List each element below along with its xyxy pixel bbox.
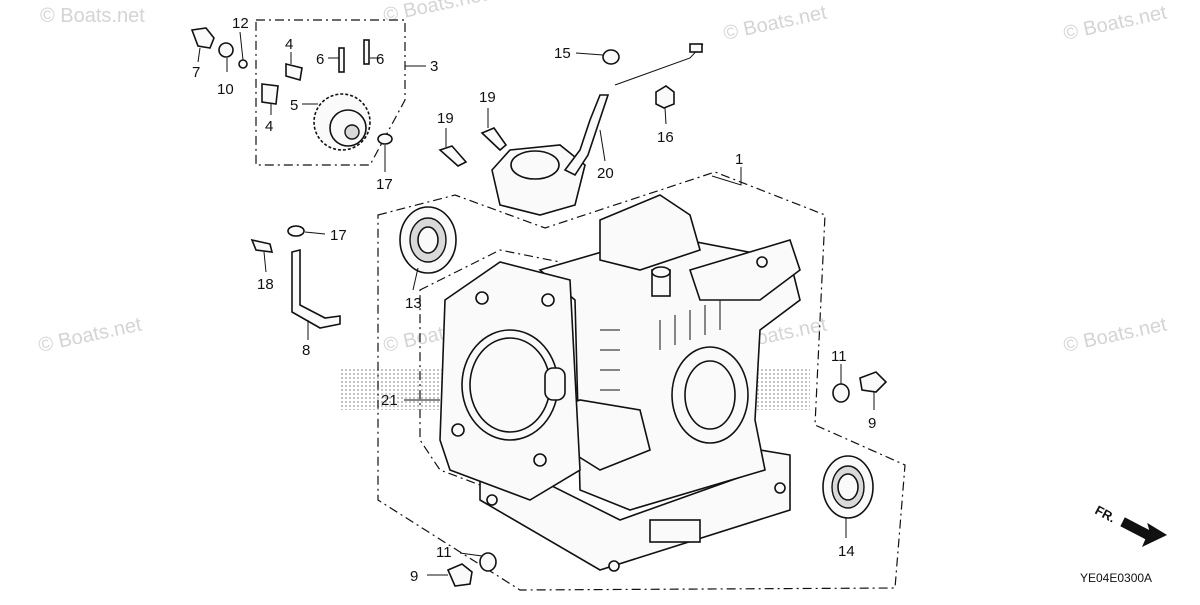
bolt-19b	[438, 145, 468, 167]
washer-11-right	[832, 383, 850, 403]
callout-19-upper: 19	[479, 89, 496, 106]
nut-16	[655, 85, 675, 109]
callout-17-lower: 17	[330, 227, 347, 244]
washer-11-bottom	[479, 552, 497, 572]
oil-alert-switch	[491, 43, 704, 216]
bolt-7	[190, 27, 215, 49]
governor-group-outline	[255, 19, 406, 166]
front-direction-arrow: FR.	[1093, 502, 1168, 548]
bolt-19a	[480, 127, 508, 152]
watermark-text: © Boats.net	[36, 313, 144, 356]
washer-10	[218, 42, 234, 58]
callout-10: 10	[217, 81, 234, 98]
gasket	[439, 261, 581, 501]
oil-seal-14	[822, 455, 874, 519]
callout-labels: 1 3 4 4 5 6 6 7 8 9 9 10 11 11 12 13 14 …	[192, 15, 876, 585]
callout-4-upper: 4	[285, 36, 293, 53]
washer-17-upper	[377, 133, 393, 145]
callout-19-lower: 19	[437, 110, 454, 127]
watermark-text: © Boats.net	[40, 5, 145, 27]
governor-weight-upper	[285, 62, 303, 82]
callout-13: 13	[405, 295, 422, 312]
callout-5: 5	[290, 97, 298, 114]
callout-6-right: 6	[376, 51, 384, 68]
callout-8: 8	[302, 342, 310, 359]
callout-14: 14	[838, 543, 855, 560]
watermark-text: © Boats.net	[381, 0, 489, 27]
bearing-13	[399, 206, 457, 274]
clip-12	[238, 59, 248, 69]
callout-12: 12	[232, 15, 249, 32]
callout-20: 20	[597, 165, 614, 182]
callout-9-right: 9	[868, 415, 876, 432]
leader-lines	[197, 31, 875, 576]
callout-7: 7	[192, 64, 200, 81]
callout-3: 3	[430, 58, 438, 75]
bolt-9-right	[859, 371, 888, 393]
callout-4-lower: 4	[265, 118, 273, 135]
callout-16: 16	[657, 129, 674, 146]
governor-weight-lower	[261, 83, 279, 105]
callout-11-bottom: 11	[436, 544, 452, 561]
callout-17-upper: 17	[376, 176, 393, 193]
watermark-text: © Boats.net	[1061, 313, 1169, 356]
bolt-9-bottom	[446, 563, 473, 587]
pin-6a	[338, 47, 345, 73]
governor-arm-8	[291, 248, 341, 329]
callout-6-left: 6	[316, 51, 324, 68]
governor-gear-5	[313, 93, 371, 151]
crankcase-group-outline	[377, 171, 906, 591]
washer-17-lower	[287, 225, 305, 237]
clip-18	[250, 238, 274, 253]
watermark-text: © Boats.net	[1061, 1, 1169, 44]
callout-1: 1	[735, 151, 743, 168]
callout-11-right: 11	[831, 348, 847, 365]
callout-18: 18	[257, 276, 274, 293]
crankcase-body	[479, 194, 801, 572]
callout-15: 15	[554, 45, 571, 62]
watermark-text: © Boats.net	[721, 1, 829, 44]
diagram-code: YE04E0300A	[1080, 571, 1152, 585]
pin-6b	[363, 39, 370, 65]
callout-21: 21	[381, 392, 398, 409]
callout-9-bottom: 9	[410, 568, 418, 585]
front-arrow-icon	[1120, 517, 1168, 548]
o-ring-15	[602, 49, 620, 65]
front-label: FR.	[1093, 502, 1119, 525]
